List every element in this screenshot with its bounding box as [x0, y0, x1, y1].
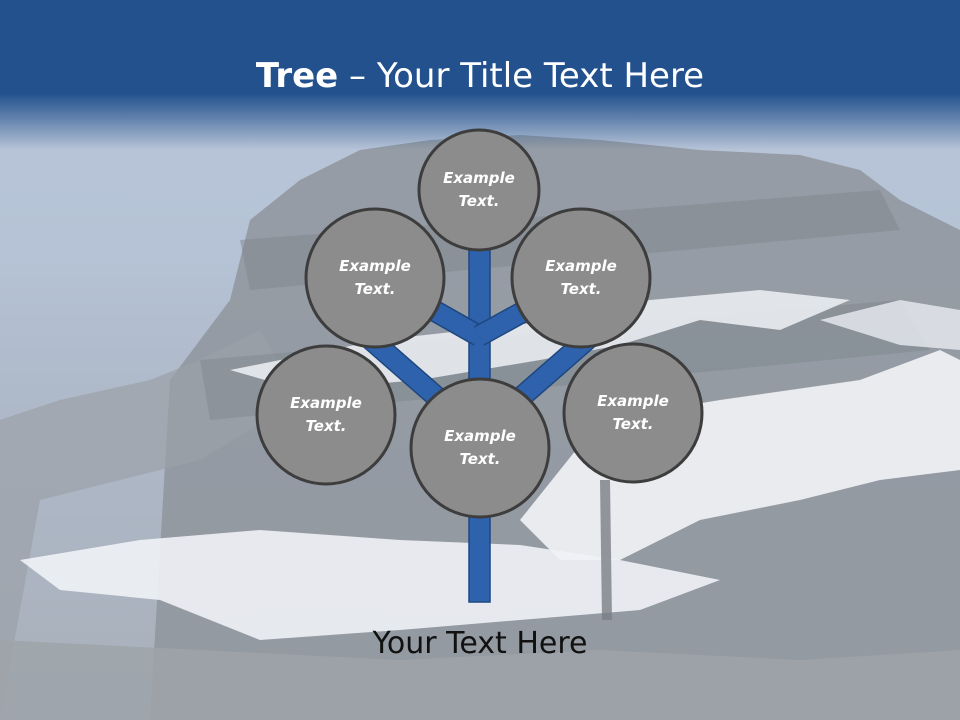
node-label-3: Example Text. — [516, 255, 646, 301]
node-3-line2: Text. — [560, 280, 602, 298]
node-4-line1: Example — [290, 394, 362, 412]
node-5-line2: Text. — [612, 415, 654, 433]
tree-nodes — [255, 128, 704, 519]
node-2-line2: Text. — [354, 280, 396, 298]
node-label-2: Example Text. — [310, 255, 440, 301]
node-label-5: Example Text. — [568, 390, 698, 436]
node-1-line1: Example — [443, 169, 515, 187]
node-4-line2: Text. — [305, 417, 347, 435]
node-2-line1: Example — [339, 257, 411, 275]
node-label-1: Example Text. — [414, 167, 544, 213]
node-label-6: Example Text. — [415, 425, 545, 471]
title-rest: – Your Title Text Here — [338, 56, 705, 96]
node-3-line1: Example — [545, 257, 617, 275]
node-circle-6 — [409, 377, 551, 519]
footer-caption: Your Text Here — [372, 626, 588, 661]
node-label-4: Example Text. — [261, 392, 391, 438]
title-bold: Tree — [255, 56, 339, 96]
node-5-line1: Example — [597, 392, 669, 410]
node-1-line2: Text. — [458, 192, 500, 210]
node-circle-4 — [255, 344, 397, 486]
node-6-line1: Example — [444, 427, 516, 445]
title-banner — [0, 0, 960, 150]
node-circle-1 — [417, 128, 541, 252]
slide-title: Tree – Your Title Text Here — [0, 52, 960, 100]
node-circle-2 — [304, 207, 446, 349]
node-6-line2: Text. — [459, 450, 501, 468]
node-circle-3 — [510, 207, 652, 349]
node-circle-5 — [562, 342, 704, 484]
